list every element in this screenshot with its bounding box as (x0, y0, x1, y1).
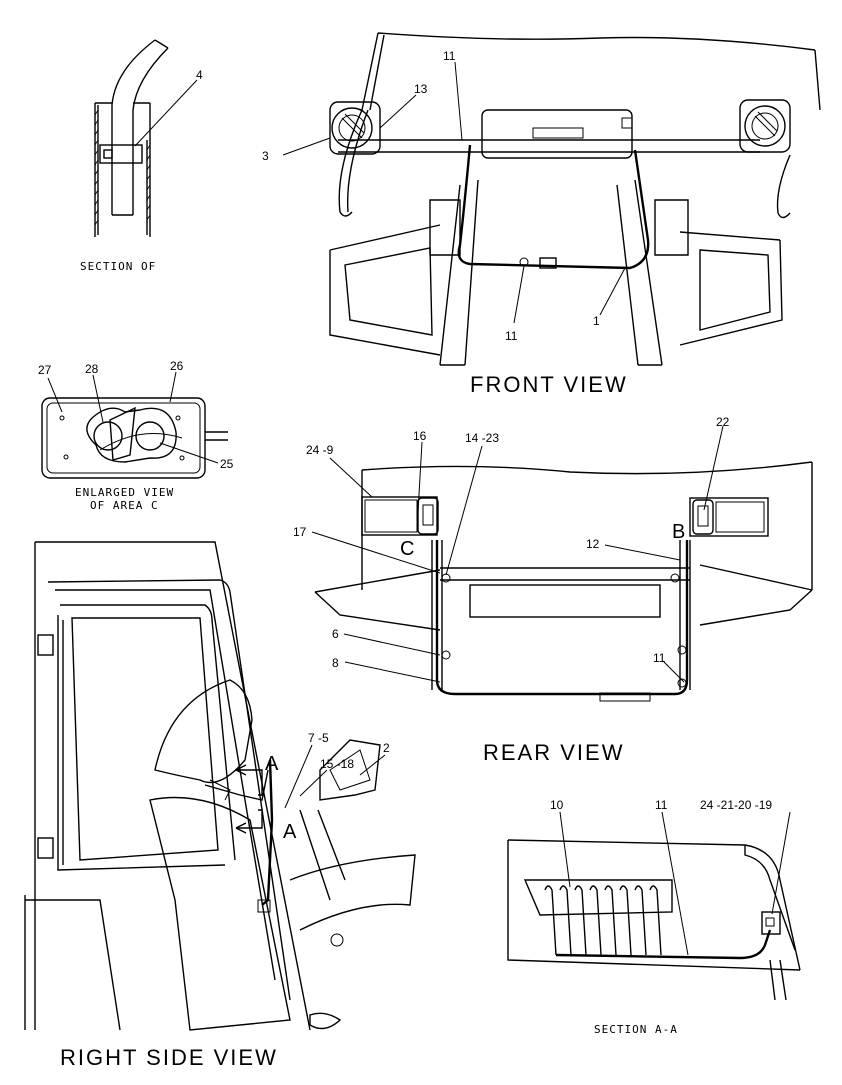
rear-right-light (689, 497, 769, 537)
area-letter-c: C (400, 538, 414, 560)
view-title-section-aa: SECTION A-A (594, 1023, 678, 1036)
leader-4 (134, 79, 198, 147)
callout-15-18: 15 -18 (320, 757, 354, 771)
callout-8: 8 (332, 656, 339, 670)
callout-11-mid: 11 (505, 329, 518, 343)
callout-11-section: 11 (655, 798, 668, 812)
area-letter-b: B (672, 521, 685, 543)
callout-10: 10 (550, 798, 564, 812)
view-title-enlarged: ENLARGED VIEW (75, 486, 174, 499)
section-letter-a-top: A (265, 753, 279, 775)
callout-25: 25 (220, 457, 234, 471)
callout-14-23: 14 -23 (465, 431, 499, 445)
rear-left-light (361, 496, 439, 536)
callout-6: 6 (332, 627, 339, 641)
section-letter-a-bottom: A (283, 821, 297, 843)
callout-11-top: 11 (443, 49, 456, 63)
view-title-rear: REAR VIEW (483, 740, 624, 765)
callout-4: 4 (196, 68, 203, 82)
callout-24-21-20-19: 24 -21-20 -19 (700, 798, 772, 812)
callout-11-rear: 11 (653, 651, 666, 665)
callout-7-5: 7 -5 (308, 731, 329, 745)
view-title-section-of: SECTION OF (80, 260, 156, 273)
right-side-view-drawing: A A 7 -5 15 -18 2 RIGHT SIDE VIEW (24, 541, 416, 1070)
front-view-drawing: 3 11 13 11 1 FRONT VIEW (262, 32, 821, 397)
callout-17: 17 (293, 525, 307, 539)
callout-16: 16 (413, 429, 427, 443)
front-right-lamp (739, 99, 791, 153)
connector-row (544, 885, 662, 956)
callout-2: 2 (383, 741, 390, 755)
callout-1: 1 (593, 314, 600, 328)
enlarged-view-area-c: 27 28 26 25 ENLARGED VIEW OF AREA C (38, 359, 234, 512)
callout-12: 12 (586, 537, 600, 551)
callout-24-9: 24 -9 (306, 443, 334, 457)
section-a-a-drawing: 10 11 24 -21-20 -19 SECTION A-A (507, 798, 801, 1036)
callout-28: 28 (85, 362, 99, 376)
callout-13: 13 (414, 82, 428, 96)
view-title-front: FRONT VIEW (470, 372, 628, 397)
section-of-detail: 4 SECTION OF (80, 39, 203, 273)
view-title-right-side: RIGHT SIDE VIEW (60, 1045, 278, 1070)
callout-3: 3 (262, 149, 269, 163)
rear-view-drawing: 16 24 -9 14 -23 22 17 12 6 8 11 C B REAR… (293, 415, 813, 765)
callout-27: 27 (38, 363, 52, 377)
callout-22: 22 (716, 415, 730, 429)
view-title-enlarged-2: OF AREA C (90, 499, 159, 512)
callout-26: 26 (170, 359, 184, 373)
